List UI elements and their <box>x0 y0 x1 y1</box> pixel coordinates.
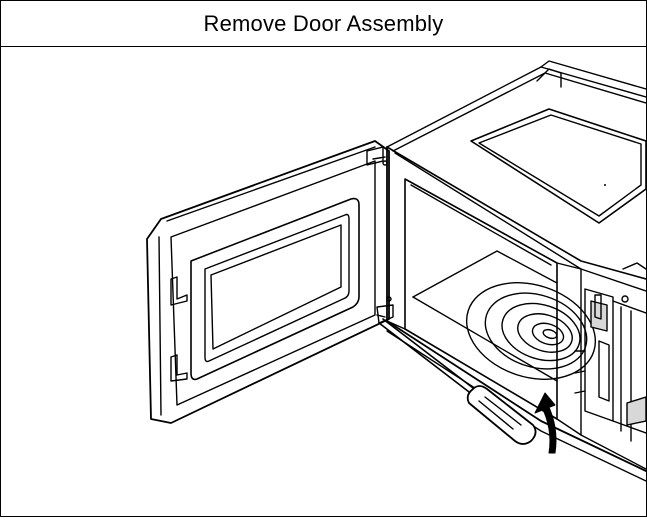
cabinet-front-frame <box>386 146 647 482</box>
page-title: Remove Door Assembly <box>203 10 444 36</box>
screwdriver-tool <box>376 314 537 445</box>
microwave-illustration <box>1 47 647 516</box>
title-bar: Remove Door Assembly <box>1 1 646 47</box>
microwave-drawing <box>146 60 647 482</box>
cabinet-top <box>386 60 647 224</box>
interlock-mechanism <box>574 262 647 442</box>
oven-door <box>146 140 394 424</box>
cavity-interior <box>412 250 597 382</box>
direction-arrow-icon <box>534 392 557 454</box>
panel-dot <box>604 184 606 186</box>
